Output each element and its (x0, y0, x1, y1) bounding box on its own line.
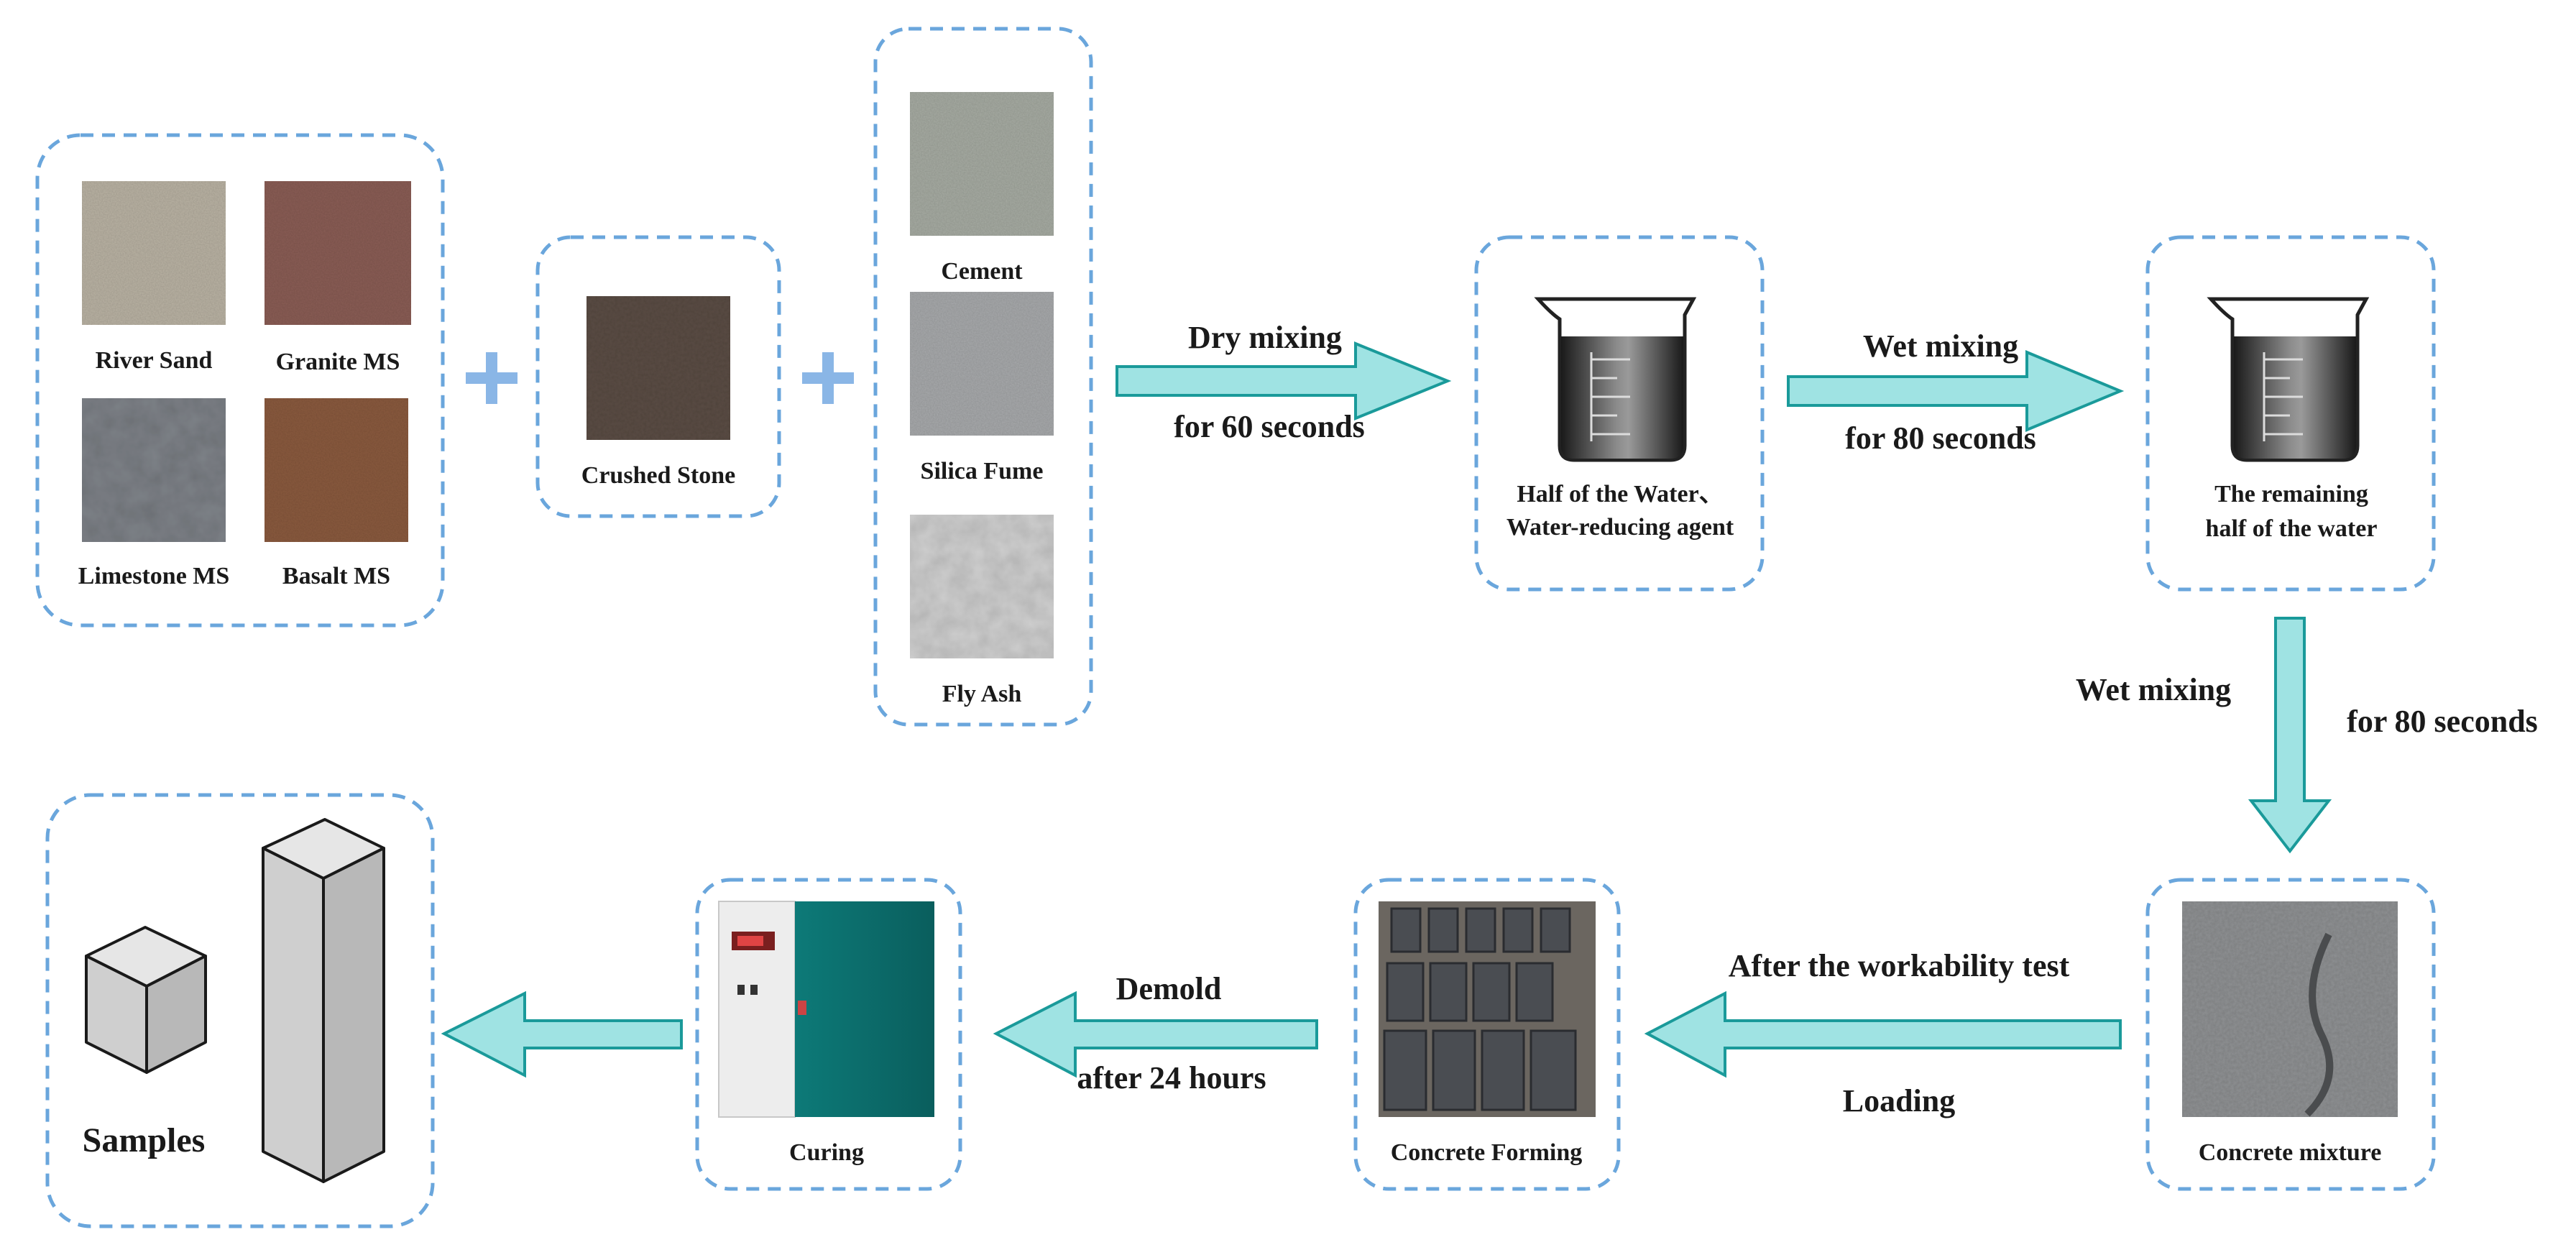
demold-label: Demold (1116, 971, 1222, 1006)
wet-mixing-down-arrow (2248, 617, 2332, 854)
beaker1-label-line2: Water-reducing agent (1506, 514, 1734, 541)
sand-group-box (35, 133, 445, 628)
loading-condition-label: After the workability test (1729, 948, 2070, 983)
concrete-forming-box (1353, 878, 1621, 1191)
concrete-mixture-box (2145, 878, 2436, 1191)
limestone-ms-photo (82, 398, 226, 542)
beaker2-label-line1: The remaining (2214, 481, 2368, 507)
concrete-forming-label: Concrete Forming (1391, 1139, 1583, 1166)
plus-icon (802, 352, 854, 404)
curing-box (695, 878, 962, 1191)
demold-duration: after 24 hours (1077, 1060, 1266, 1095)
beaker2-label-line2: half of the water (2206, 515, 2378, 542)
dry-mixing-label: Dry mixing (1188, 320, 1342, 355)
samples-label: Samples (83, 1121, 206, 1159)
beaker-icon (1534, 297, 1697, 462)
concrete-crack (2304, 932, 2334, 1117)
basalt-ms-label: Basalt MS (282, 563, 390, 589)
loading-arrow (1644, 991, 2122, 1078)
wet-mixing-arrow (1787, 350, 2125, 432)
granite-ms-label: Granite MS (276, 349, 400, 375)
dry-mixing-duration: for 60 seconds (1174, 409, 1365, 444)
beaker1-label-line1: Half of the Water、 (1517, 481, 1723, 507)
concrete-mixture-photo (2182, 901, 2398, 1117)
granite-ms-photo (264, 181, 411, 325)
cement-photo (910, 92, 1054, 236)
samples-box (45, 793, 435, 1228)
plus-icon (466, 352, 518, 404)
cement-label: Cement (941, 258, 1023, 285)
crushed-stone-label: Crushed Stone (581, 462, 735, 489)
curing-cabinet-photo (718, 901, 934, 1118)
silica-fume-label: Silica Fume (921, 458, 1044, 484)
binder-group-box (873, 27, 1093, 727)
concrete-mixture-label: Concrete mixture (2199, 1139, 2382, 1166)
silica-fume-photo (910, 292, 1054, 436)
beaker-icon (2207, 297, 2370, 462)
crushed-stone-box (535, 235, 781, 518)
to-samples-arrow (441, 991, 683, 1078)
mold-grid (1383, 907, 1577, 1111)
fly-ash-label: Fly Ash (942, 681, 1022, 707)
wet-mixing-2-duration: for 80 seconds (2347, 704, 2538, 739)
beaker2-box (2145, 235, 2436, 592)
cube-sample-icon (85, 926, 207, 1074)
wet-mixing-label: Wet mixing (1863, 328, 2018, 364)
limestone-ms-label: Limestone MS (78, 563, 230, 589)
basalt-ms-photo (264, 398, 408, 542)
river-sand-label: River Sand (96, 347, 213, 374)
wet-mixing-duration: for 80 seconds (1845, 421, 2036, 456)
wet-mixing-2-label: Wet mixing (2076, 672, 2231, 707)
dry-mixing-arrow (1116, 341, 1452, 421)
beaker1-box (1474, 235, 1765, 592)
crushed-stone-photo (586, 296, 730, 440)
fly-ash-photo (910, 515, 1054, 658)
loading-label: Loading (1843, 1083, 1956, 1118)
river-sand-photo (82, 181, 226, 325)
demold-arrow (993, 991, 1318, 1078)
prism-sample-icon (262, 818, 385, 1183)
curing-label: Curing (789, 1139, 864, 1166)
